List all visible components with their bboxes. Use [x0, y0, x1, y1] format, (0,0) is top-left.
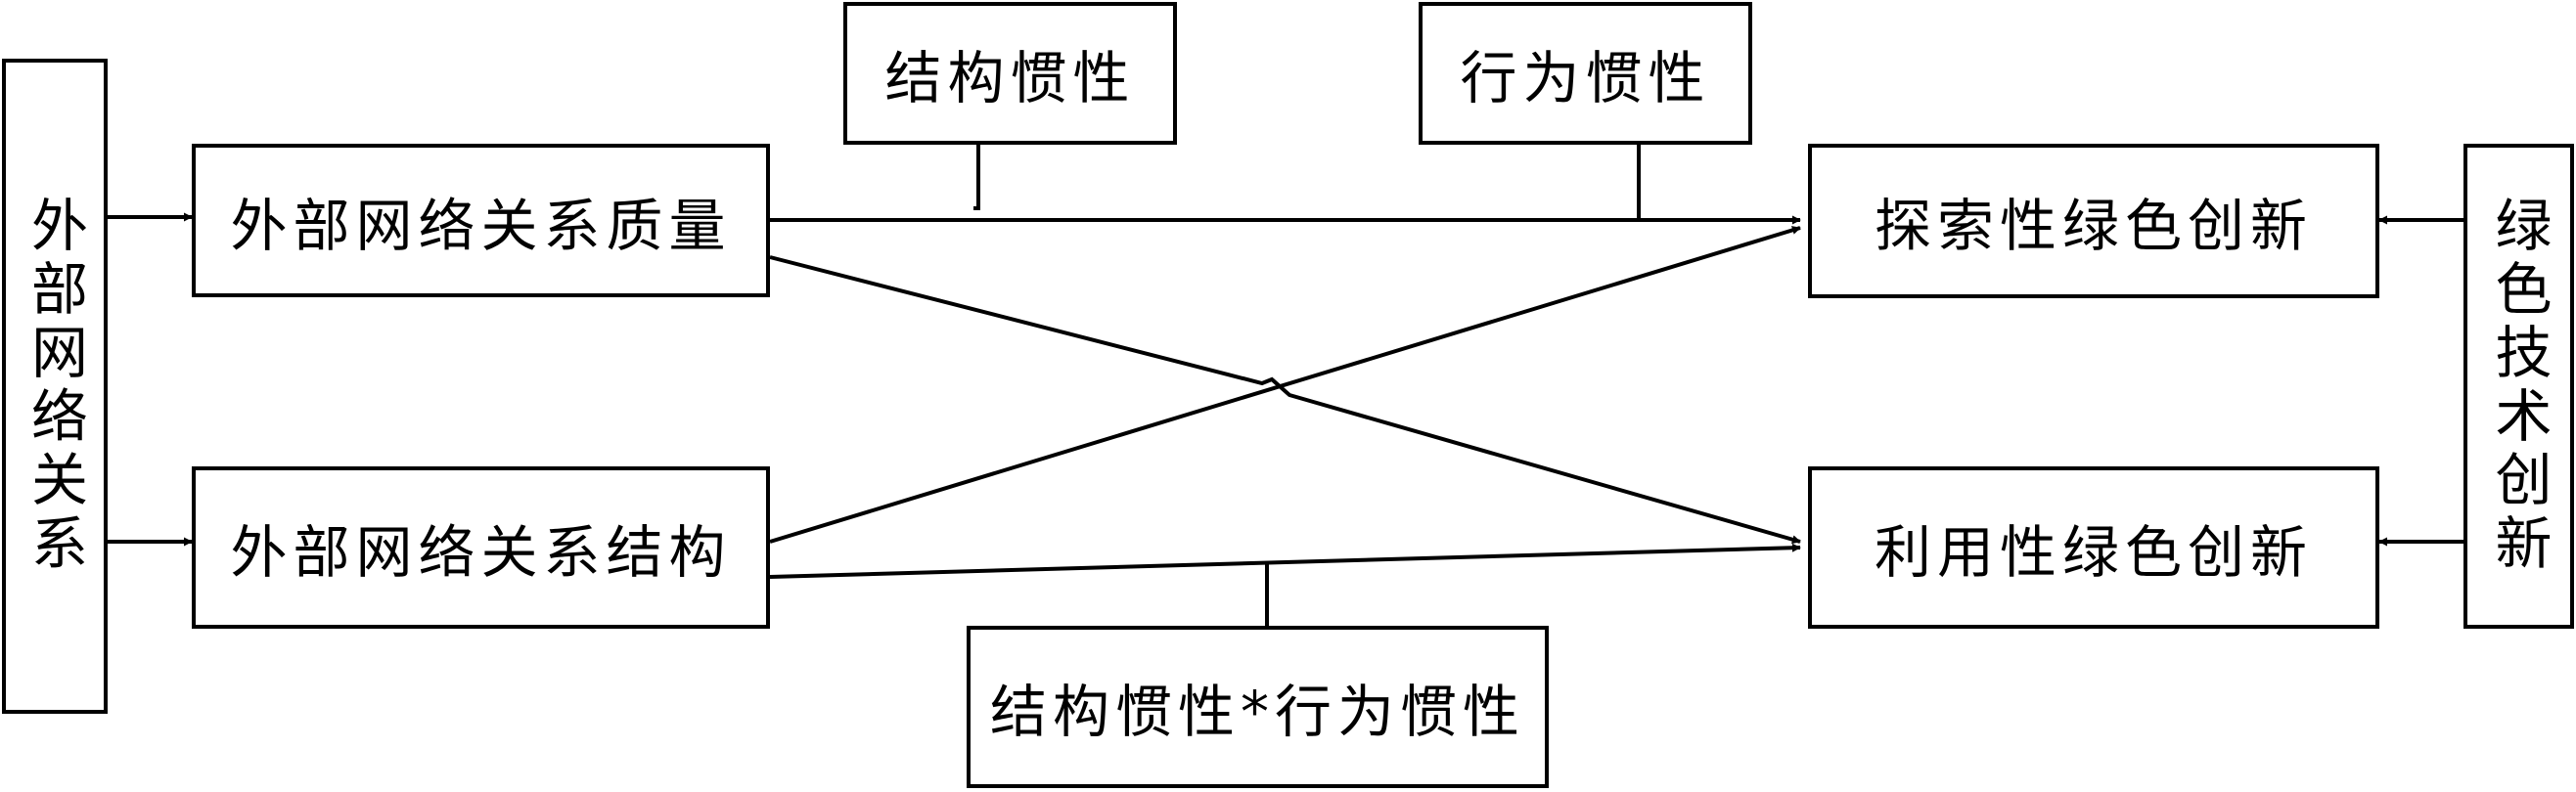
- exploratory-innovation-label: 探索性绿色创新: [1874, 193, 2313, 259]
- exploitative-innovation-label: 利用性绿色创新: [1874, 519, 2313, 586]
- right-green-innovation-label: 绿色技术创新: [2485, 196, 2553, 577]
- left-external-network-label: 外部网络关系: [22, 196, 88, 577]
- structure-box: 外部网络关系结构: [192, 466, 770, 629]
- structural-inertia-box: 结构惯性: [843, 2, 1177, 145]
- behavioral-inertia-box: 行为惯性: [1419, 2, 1752, 145]
- structure-label: 外部网络关系结构: [230, 519, 732, 586]
- quality-label: 外部网络关系质量: [230, 192, 732, 259]
- exploratory-innovation-box: 探索性绿色创新: [1808, 144, 2379, 298]
- behavioral-inertia-label: 行为惯性: [1460, 45, 1711, 111]
- left-external-network-box: 外部网络关系: [2, 59, 108, 714]
- path-structure-to-exploratory: [769, 226, 1801, 544]
- path-quality-to-exploitative: [769, 255, 1801, 545]
- moderator-line-structural-inertia: [973, 145, 980, 210]
- right-green-innovation-box: 绿色技术创新: [2463, 144, 2574, 629]
- path-structure-to-exploitative: [769, 543, 1801, 579]
- quality-box: 外部网络关系质量: [192, 144, 770, 297]
- interaction-box: 结构惯性*行为惯性: [967, 626, 1549, 788]
- interaction-label: 结构惯性*行为惯性: [989, 679, 1525, 745]
- exploitative-innovation-box: 利用性绿色创新: [1808, 466, 2379, 629]
- structural-inertia-label: 结构惯性: [884, 45, 1136, 111]
